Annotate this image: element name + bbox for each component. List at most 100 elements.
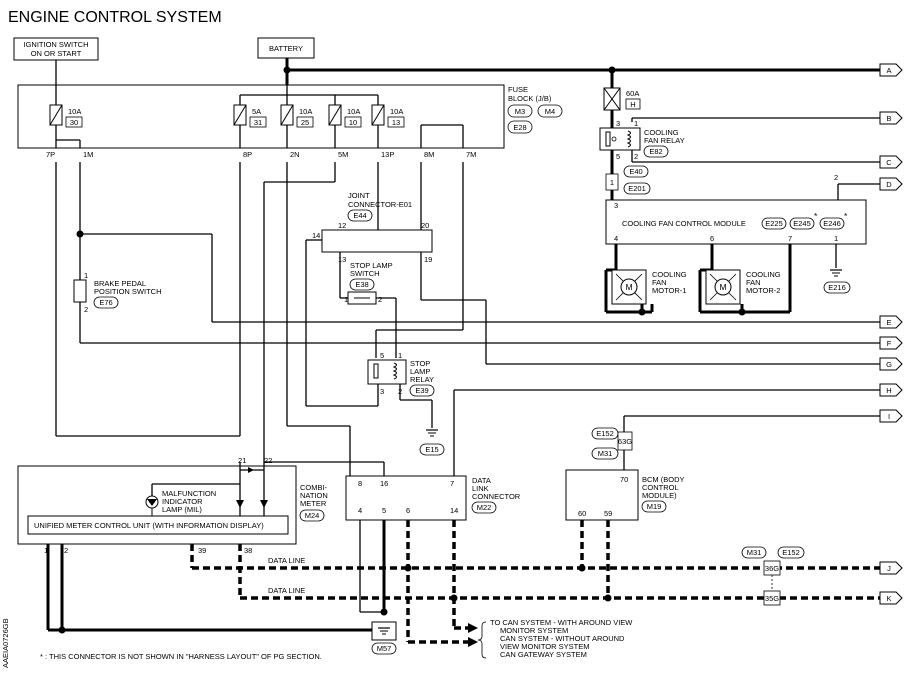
svg-text:E39: E39 <box>415 386 428 395</box>
svg-text:M: M <box>719 282 726 292</box>
svg-text:3: 3 <box>616 119 620 128</box>
svg-text:39: 39 <box>198 546 206 555</box>
svg-text:4: 4 <box>358 506 362 515</box>
svg-text:8: 8 <box>358 479 362 488</box>
svg-text:STOP LAMP: STOP LAMP <box>350 261 393 270</box>
svg-text:1: 1 <box>84 271 88 280</box>
fuse-block-label: FUSE BLOCK (J/B) M3 M4 E28 <box>507 85 563 134</box>
svg-text:JOINT: JOINT <box>348 191 370 200</box>
svg-text:7: 7 <box>788 234 792 243</box>
svg-text:7M: 7M <box>466 150 476 159</box>
svg-text:B: B <box>886 114 891 123</box>
svg-text:UNIFIED METER CONTROL UNIT (WI: UNIFIED METER CONTROL UNIT (WITH INFORMA… <box>34 521 264 530</box>
svg-text:1: 1 <box>344 295 348 304</box>
svg-text:10A: 10A <box>347 107 360 116</box>
svg-text:CONTROL: CONTROL <box>642 483 679 492</box>
svg-text:13P: 13P <box>381 150 394 159</box>
bcm: 70 60 59 BCM (BODY CONTROL MODULE) M19 <box>565 469 685 521</box>
arrow-f: F <box>879 336 903 350</box>
svg-text:8M: 8M <box>424 150 434 159</box>
svg-text:M22: M22 <box>477 503 492 512</box>
svg-text:F: F <box>887 339 892 348</box>
arrow-b: B <box>879 111 903 125</box>
data-line-label-1: DATA LINE <box>268 556 305 565</box>
cooling-fan-motor-1: M COOLING FAN MOTOR-1 <box>611 269 687 305</box>
svg-text:38: 38 <box>244 546 252 555</box>
svg-text:8P: 8P <box>243 150 252 159</box>
svg-text:LAMP (MIL): LAMP (MIL) <box>162 505 202 514</box>
svg-text:36G: 36G <box>765 564 779 573</box>
svg-text:SWITCH: SWITCH <box>350 269 380 278</box>
svg-text:2: 2 <box>398 387 402 396</box>
cooling-fan-relay: 3 1 5 2 COOLING FAN RELAY E82 <box>599 119 685 161</box>
svg-text:*: * <box>844 211 848 221</box>
svg-text:CONNECTOR-E01: CONNECTOR-E01 <box>348 200 412 209</box>
svg-text:3: 3 <box>614 201 618 210</box>
svg-text:*: * <box>814 211 818 221</box>
svg-text:MONITOR SYSTEM: MONITOR SYSTEM <box>500 626 568 635</box>
svg-text:12: 12 <box>338 221 346 230</box>
svg-text:D: D <box>886 180 892 189</box>
svg-text:DATA: DATA <box>472 476 491 485</box>
connector-63g: E152 63G M31 <box>591 427 633 460</box>
arrow-c: C <box>879 155 903 169</box>
svg-text:INDICATOR: INDICATOR <box>162 497 203 506</box>
svg-text:35G: 35G <box>765 594 779 603</box>
svg-text:14: 14 <box>450 506 458 515</box>
svg-text:7P: 7P <box>46 150 55 159</box>
cooling-fan-motor-2: M COOLING FAN MOTOR-2 <box>705 269 781 305</box>
svg-text:MODULE): MODULE) <box>642 491 677 500</box>
svg-text:M24: M24 <box>305 511 320 520</box>
arrow-terminals: A B C D E F G H I J K <box>879 63 903 605</box>
arrow-e: E <box>879 315 903 329</box>
svg-text:E201: E201 <box>628 184 646 193</box>
svg-text:G: G <box>886 360 892 369</box>
svg-text:60: 60 <box>578 509 586 518</box>
svg-text:E40: E40 <box>629 167 642 176</box>
footnote: * : THIS CONNECTOR IS NOT SHOWN IN "HARN… <box>40 652 322 661</box>
battery-label: BATTERY <box>257 37 315 59</box>
svg-text:COOLING: COOLING <box>644 128 679 137</box>
fuse-60a: 60A H <box>603 87 641 111</box>
svg-text:BLOCK (J/B): BLOCK (J/B) <box>508 94 552 103</box>
svg-text:6: 6 <box>406 506 410 515</box>
svg-text:63G: 63G <box>618 437 632 446</box>
svg-text:5: 5 <box>380 351 384 360</box>
svg-text:FAN RELAY: FAN RELAY <box>644 136 685 145</box>
svg-text:COOLING: COOLING <box>746 270 781 279</box>
wires <box>46 58 880 632</box>
svg-text:E152: E152 <box>782 548 800 557</box>
svg-text:COMBI-: COMBI- <box>300 483 328 492</box>
svg-text:BATTERY: BATTERY <box>269 44 303 53</box>
fuse-block: 10A 30 5A 31 10A 25 10A 10 10A 13 7P 1M … <box>17 84 505 159</box>
data-link-connector: 8 16 7 4 5 6 14 DATA LINK CONNECTOR M22 <box>345 475 521 521</box>
svg-text:10A: 10A <box>68 107 81 116</box>
stop-lamp-switch: 1 2 STOP LAMP SWITCH E38 <box>344 261 393 305</box>
svg-text:M19: M19 <box>647 502 662 511</box>
svg-text:C: C <box>886 158 892 167</box>
svg-text:20: 20 <box>421 221 429 230</box>
ignition-switch-label: IGNITION SWITCH ON OR START <box>13 37 99 61</box>
svg-text:10: 10 <box>349 118 357 127</box>
page-title: ENGINE CONTROL SYSTEM <box>8 9 222 26</box>
svg-text:10A: 10A <box>390 107 403 116</box>
svg-text:MOTOR-2: MOTOR-2 <box>746 286 780 295</box>
svg-text:M4: M4 <box>545 107 555 116</box>
svg-text:E245: E245 <box>793 219 811 228</box>
connector-e40: E40 <box>623 165 649 178</box>
svg-text:E152: E152 <box>596 429 614 438</box>
can-note: TO CAN SYSTEM - WITH AROUND VIEW MONITOR… <box>477 618 633 659</box>
svg-text:13: 13 <box>392 118 400 127</box>
svg-text:BRAKE PEDAL: BRAKE PEDAL <box>94 279 146 288</box>
svg-text:1M: 1M <box>83 150 93 159</box>
svg-text:M31: M31 <box>747 548 762 557</box>
connector-36g-35g: M31 E152 36G 35G <box>741 546 805 606</box>
junction-dots <box>58 66 746 634</box>
svg-text:METER: METER <box>300 499 327 508</box>
svg-text:60A: 60A <box>626 89 639 98</box>
svg-text:CAN GATEWAY SYSTEM: CAN GATEWAY SYSTEM <box>500 650 587 659</box>
svg-text:K: K <box>886 594 891 603</box>
svg-text:2: 2 <box>834 173 838 182</box>
ground-m57: M57 <box>371 621 397 655</box>
